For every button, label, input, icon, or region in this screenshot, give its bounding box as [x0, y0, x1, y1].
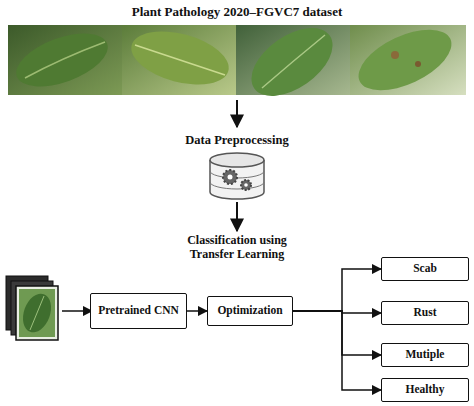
database-icon [210, 153, 264, 199]
image-stack [6, 276, 58, 340]
connector [293, 311, 381, 390]
class-box: Mutiple [381, 343, 469, 367]
process-box: Optimization [207, 296, 293, 326]
step-label: Data Preprocessing [137, 133, 337, 147]
connector [293, 269, 381, 311]
process-box: Pretrained CNN [90, 293, 187, 329]
class-box: Rust [381, 301, 469, 325]
step-label: Classification using Transfer Learning [167, 234, 307, 262]
class-box: Scab [381, 257, 469, 281]
class-box: Healthy [381, 378, 469, 402]
title: Plant Pathology 2020–FGVC7 dataset [7, 5, 467, 20]
box-text: Optimization [217, 304, 282, 317]
box-text: Pretrained CNN [98, 304, 179, 317]
box-text: Scab [413, 262, 437, 275]
connector [293, 311, 381, 355]
box-text: Rust [413, 306, 436, 319]
flow-arrow [236, 202, 238, 231]
connector [187, 310, 207, 312]
flow-arrow [236, 100, 238, 127]
box-text: Healthy [406, 383, 445, 396]
flow-arrow [62, 310, 92, 312]
box-text: Mutiple [406, 348, 445, 361]
leaf-photos [8, 14, 466, 109]
